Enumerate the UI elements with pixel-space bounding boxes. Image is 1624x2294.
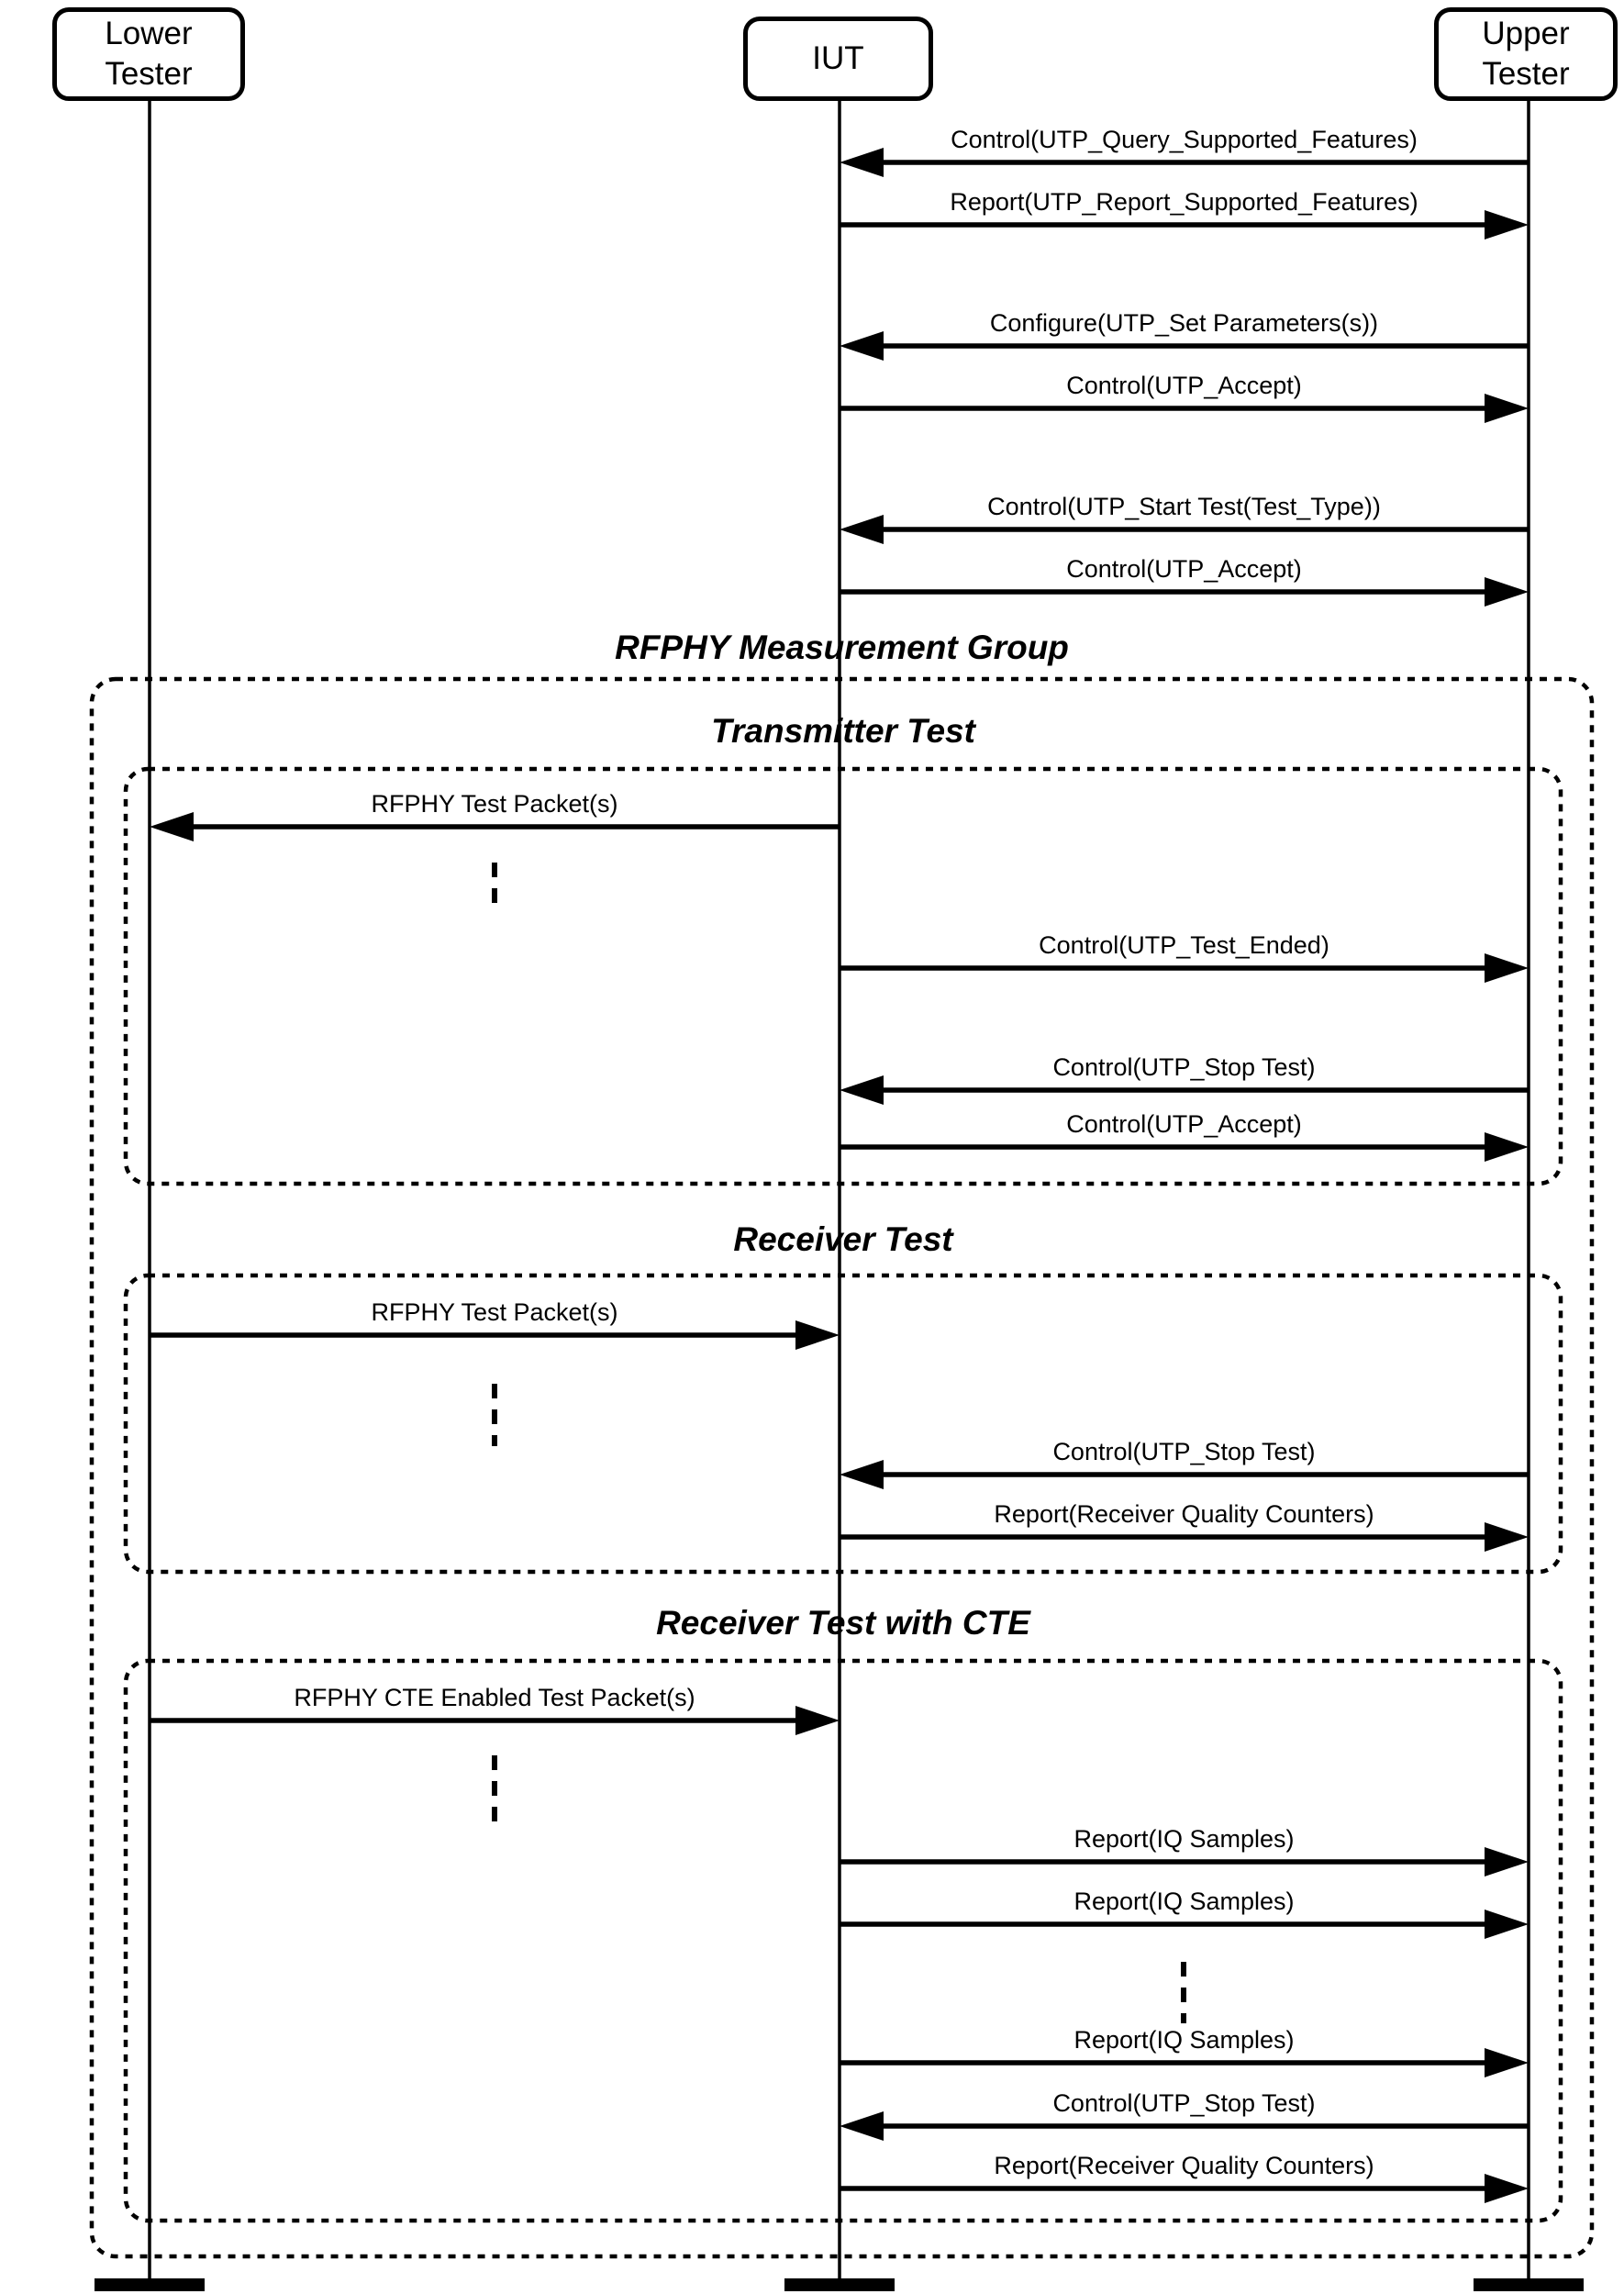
message-label-16: Report(IQ Samples) (1073, 2026, 1295, 2054)
section-box-0 (123, 766, 1563, 1186)
message-arrowhead-14 (1485, 1847, 1529, 1876)
message-arrowhead-13 (795, 1706, 840, 1735)
section-box-2 (123, 1658, 1563, 2223)
message-label-18: Report(Receiver Quality Counters) (994, 2152, 1374, 2179)
message-label-1: Report(UTP_Report_Supported_Features) (950, 188, 1418, 216)
message-label-5: Control(UTP_Accept) (1066, 555, 1302, 583)
message-arrowhead-3 (1485, 394, 1529, 423)
message-arrowhead-11 (840, 1460, 884, 1489)
section-box-1 (123, 1273, 1563, 1575)
message-label-7: Control(UTP_Test_Ended) (1039, 931, 1329, 959)
message-label-12: Report(Receiver Quality Counters) (994, 1500, 1374, 1528)
message-label-15: Report(IQ Samples) (1073, 1888, 1295, 1915)
message-arrowhead-6 (150, 812, 194, 841)
termination-bar-upper-tester (1474, 2278, 1584, 2291)
message-label-17: Control(UTP_Stop Test) (1052, 2089, 1316, 2117)
message-arrowhead-2 (840, 331, 884, 361)
group-box-rfphy-measurement-group (89, 676, 1595, 2259)
actor-label-line: Tester (105, 56, 193, 92)
message-arrowhead-1 (1485, 210, 1529, 239)
message-label-8: Control(UTP_Stop Test) (1052, 1053, 1316, 1081)
message-label-0: Control(UTP_Query_Supported_Features) (951, 126, 1418, 153)
actor-label-line: Upper (1482, 16, 1570, 51)
termination-bar-lower-tester (95, 2278, 205, 2291)
message-arrowhead-17 (840, 2111, 884, 2141)
message-arrowhead-18 (1485, 2174, 1529, 2203)
message-label-11: Control(UTP_Stop Test) (1052, 1438, 1316, 1465)
message-arrowhead-7 (1485, 953, 1529, 983)
message-arrowhead-5 (1485, 577, 1529, 607)
section-title-2: Receiver Test with CTE (656, 1604, 1030, 1642)
message-arrowhead-16 (1485, 2048, 1529, 2077)
group-title-rfphy-measurement-group: RFPHY Measurement Group (615, 629, 1069, 666)
termination-bar-iut (784, 2278, 895, 2291)
actor-label-line: IUT (812, 40, 864, 76)
message-arrowhead-4 (840, 515, 884, 544)
actor-label-line: Lower (105, 16, 193, 51)
message-label-6: RFPHY Test Packet(s) (371, 790, 618, 818)
section-title-0: Transmitter Test (711, 712, 975, 750)
actor-label-line: Tester (1482, 56, 1570, 92)
message-arrowhead-9 (1485, 1132, 1529, 1162)
message-arrowhead-10 (795, 1320, 840, 1350)
message-label-13: RFPHY CTE Enabled Test Packet(s) (294, 1684, 695, 1711)
message-label-9: Control(UTP_Accept) (1066, 1110, 1302, 1138)
message-arrowhead-12 (1485, 1522, 1529, 1552)
section-title-1: Receiver Test (733, 1220, 953, 1258)
message-label-3: Control(UTP_Accept) (1066, 372, 1302, 399)
message-arrowhead-8 (840, 1075, 884, 1105)
message-label-2: Configure(UTP_Set Parameters(s)) (989, 309, 1379, 337)
actor-box-iut: IUT (743, 17, 933, 101)
message-label-4: Control(UTP_Start Test(Test_Type)) (987, 493, 1381, 520)
message-label-10: RFPHY Test Packet(s) (371, 1298, 618, 1326)
message-label-14: Report(IQ Samples) (1073, 1825, 1295, 1853)
message-arrowhead-0 (840, 148, 884, 177)
message-arrowhead-15 (1485, 1910, 1529, 1939)
